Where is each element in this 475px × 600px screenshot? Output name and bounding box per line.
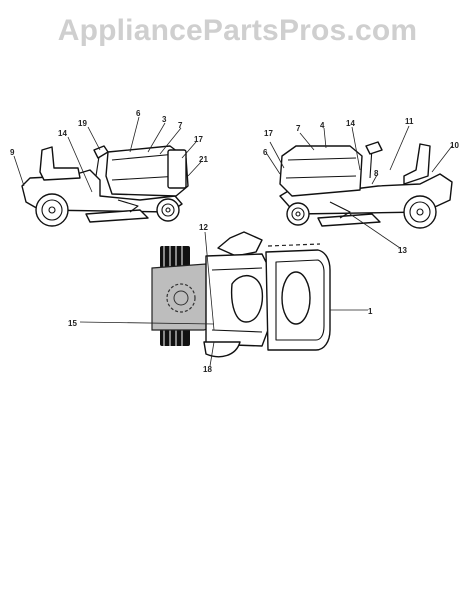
mower-top-view xyxy=(79,231,368,367)
callout-left-3: 3 xyxy=(162,115,167,124)
watermark-text: AppliancePartsPros.com xyxy=(57,14,418,47)
callout-right-14: 14 xyxy=(346,119,355,128)
callout-left-9: 9 xyxy=(10,148,15,157)
callout-right-13: 13 xyxy=(398,246,407,255)
callout-right-10: 10 xyxy=(450,141,459,150)
callout-right-4: 4 xyxy=(320,121,325,130)
right-mower-side-view xyxy=(266,125,453,249)
callout-top-15: 15 xyxy=(68,319,77,328)
callout-left-17: 17 xyxy=(194,135,203,144)
callout-top-1: 1 xyxy=(368,307,373,316)
callout-right-6: 6 xyxy=(263,148,268,157)
callout-left-6: 6 xyxy=(136,109,141,118)
callout-right-11: 11 xyxy=(405,117,414,126)
callout-left-21: 21 xyxy=(199,155,208,164)
callout-numbers: 6 3 7 19 14 17 9 21 17 7 4 14 11 6 8 10 … xyxy=(10,109,459,374)
left-mower-side-view xyxy=(13,116,202,227)
callout-top-12: 12 xyxy=(199,223,208,232)
callout-top-18: 18 xyxy=(203,365,212,374)
callout-right-17: 17 xyxy=(264,129,273,138)
callout-left-7: 7 xyxy=(178,121,183,130)
callout-left-14: 14 xyxy=(58,129,67,138)
callout-right-7: 7 xyxy=(296,124,301,133)
callout-left-19: 19 xyxy=(78,119,87,128)
callout-right-8: 8 xyxy=(374,169,379,178)
